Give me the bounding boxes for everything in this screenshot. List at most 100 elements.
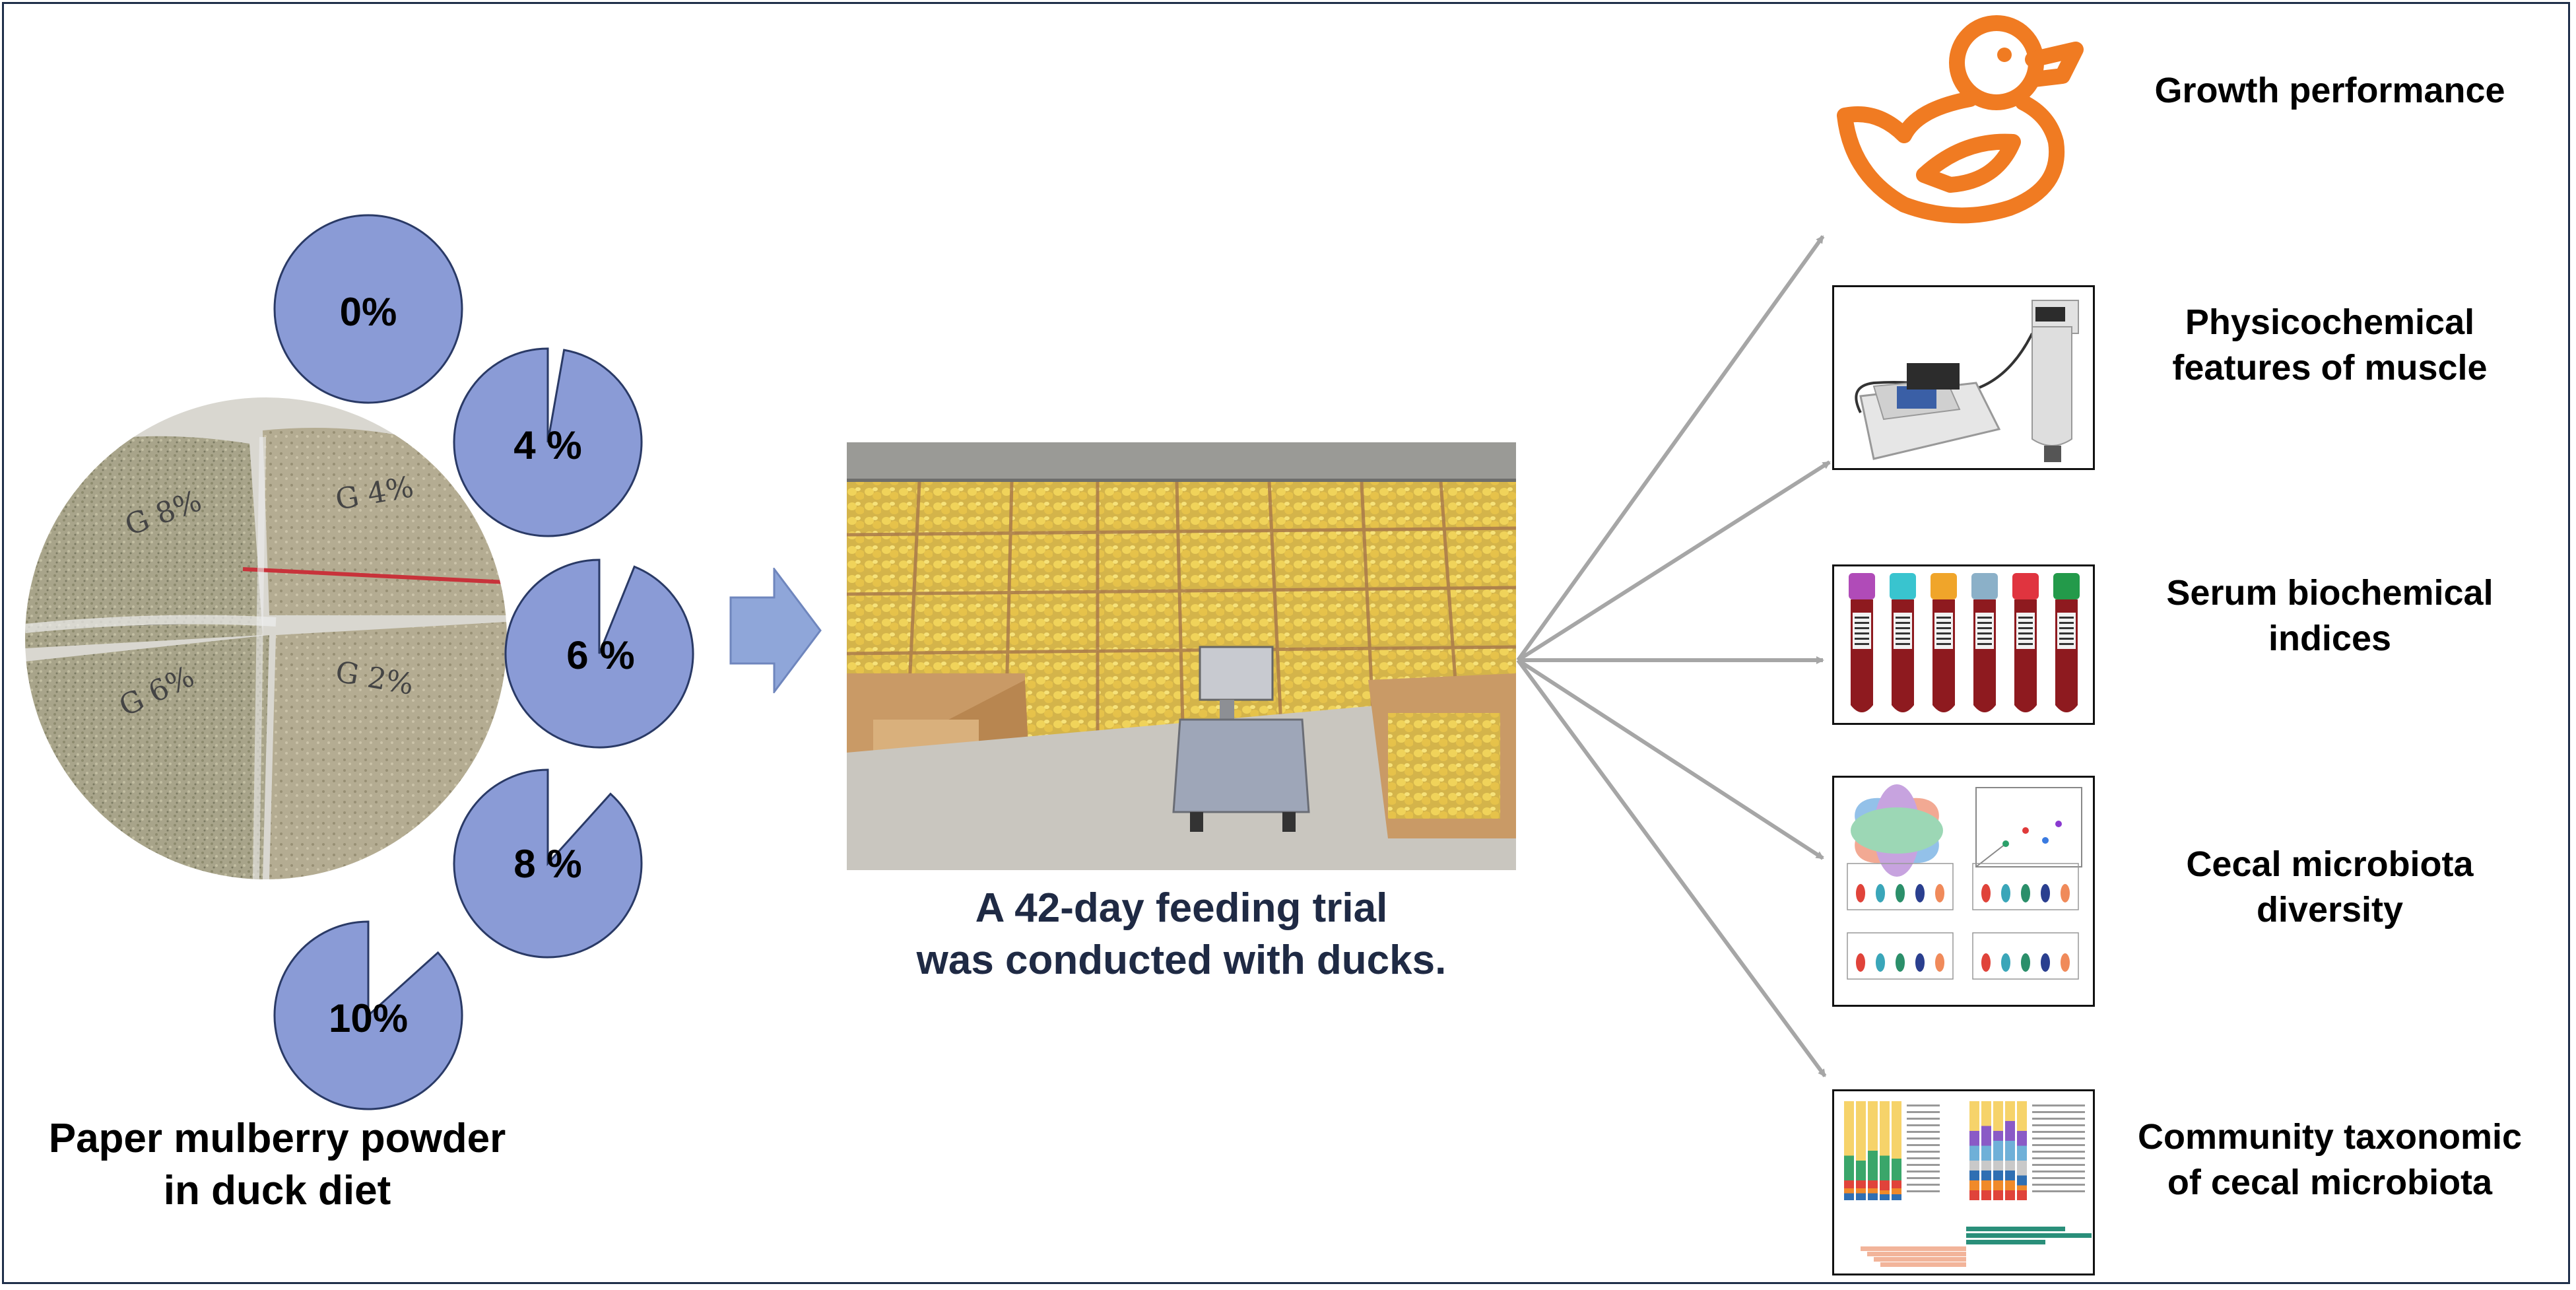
colorimeter-icon — [1832, 285, 2095, 470]
violin-mark — [2061, 953, 2070, 972]
lefse-bar — [1966, 1233, 2092, 1238]
tube-cap — [1890, 573, 1916, 599]
violin-mark — [1856, 884, 1865, 902]
stack-segment — [2017, 1175, 2027, 1186]
ducklings-photo — [847, 442, 1516, 870]
dose-pie — [504, 559, 694, 749]
stack-segment — [2017, 1145, 2027, 1161]
lefse-bar — [1966, 1227, 2065, 1231]
violin-mark — [1896, 884, 1905, 902]
violin-mark — [1876, 884, 1885, 902]
stack-segment — [2017, 1190, 2027, 1200]
outcome-microbiota-taxonomy: Community taxonomic of cecal microbiota — [2099, 1114, 2561, 1205]
dose-pies — [273, 214, 694, 1110]
tube-barcode — [1894, 613, 1912, 649]
stack-segment — [2005, 1190, 2015, 1200]
outcome-growth-performance: Growth performance — [2099, 68, 2561, 114]
stack-segment — [2005, 1171, 2015, 1180]
tube-barcode — [1975, 613, 1994, 649]
arrow-to-taxonomy — [1516, 659, 1827, 1077]
stack-segment — [1868, 1180, 1878, 1188]
stack-segment — [1969, 1171, 1979, 1180]
tube-barcode — [1853, 613, 1871, 649]
stack-segment — [1868, 1151, 1878, 1180]
stack-segment — [2005, 1180, 2015, 1190]
stack-segment — [1993, 1141, 2003, 1161]
violin-mark — [2021, 884, 2030, 902]
diversity-plots-icon — [1832, 776, 2095, 1007]
stack-segment — [1993, 1171, 2003, 1180]
stack-segment — [1981, 1180, 1991, 1190]
outcome-line: indices — [2268, 619, 2392, 659]
left-caption-line: Paper mulberry powder — [48, 1116, 506, 1161]
stack-segment — [1844, 1101, 1854, 1156]
outcome-line: Community taxonomic — [2137, 1117, 2523, 1157]
violin-mark — [1915, 884, 1925, 902]
outcome-line: Physicochemical — [2185, 302, 2475, 342]
stack-segment — [1856, 1101, 1866, 1161]
arrow-to-diversity — [1517, 658, 1824, 860]
stack-segment — [1981, 1161, 1991, 1171]
stack-segment — [1981, 1145, 1991, 1161]
center-caption: A 42-day feeding trial was conducted wit… — [847, 882, 1516, 987]
lefse-bar — [1874, 1257, 1966, 1262]
stack-segment — [1892, 1194, 1901, 1200]
center-caption-line: A 42-day feeding trial — [975, 885, 1388, 931]
lefse-bar — [1880, 1262, 1966, 1267]
stack-segment — [2005, 1141, 2015, 1161]
stack-segment — [1844, 1155, 1854, 1180]
stack-segment — [1993, 1161, 2003, 1171]
stack-segment — [1844, 1193, 1854, 1200]
dose-label: 4 % — [513, 423, 582, 467]
tube-cap — [2012, 573, 2039, 599]
block-arrow-icon — [729, 568, 822, 693]
stack-segment — [1868, 1188, 1878, 1194]
stack-segment — [1844, 1188, 1854, 1194]
arrow-to-muscle — [1517, 460, 1831, 662]
stack-segment — [2017, 1101, 2027, 1131]
stack-segment — [1969, 1101, 1979, 1131]
outcome-line: of cecal microbiota — [2167, 1163, 2493, 1203]
stack-segment — [1880, 1155, 1890, 1180]
stack-segment — [2005, 1121, 2015, 1141]
stack-segment — [1969, 1180, 1979, 1190]
left-caption: Paper mulberry powder in duck diet — [13, 1112, 541, 1217]
violin-mark — [1915, 953, 1925, 972]
stack-segment — [1856, 1161, 1866, 1180]
taxonomy-plots-icon — [1832, 1089, 2095, 1275]
blood-tubes-icon — [1832, 564, 2095, 725]
violin-mark — [2001, 953, 2010, 972]
dose-pie — [273, 214, 463, 404]
stack-segment — [1892, 1180, 1901, 1188]
stack-segment — [1969, 1145, 1979, 1161]
stack-segment — [1880, 1180, 1890, 1190]
dose-pie — [453, 347, 643, 537]
stack-segment — [2017, 1131, 2027, 1146]
stack-segment — [1844, 1180, 1854, 1188]
stack-segment — [1892, 1159, 1901, 1180]
stack-segment — [1993, 1180, 2003, 1190]
violin-mark — [1981, 884, 1991, 902]
stack-segment — [2017, 1185, 2027, 1190]
stack-segment — [1868, 1101, 1878, 1151]
outcome-serum-indices: Serum biochemical indices — [2099, 570, 2561, 662]
stack-segment — [1981, 1190, 1991, 1200]
stack-segment — [1856, 1193, 1866, 1200]
violin-mark — [1935, 953, 1944, 972]
feed-bags-photo: G 8% G 4% G 6% G 2% — [25, 397, 507, 879]
violin-mark — [2021, 953, 2030, 972]
stack-segment — [1981, 1101, 1991, 1126]
dose-label: 6 % — [566, 633, 635, 677]
stack-segment — [1892, 1101, 1901, 1159]
scale-icon — [1172, 646, 1310, 832]
outcome-line: Serum biochemical — [2166, 573, 2493, 613]
outcome-line: Growth performance — [2154, 71, 2505, 110]
tube-barcode — [2057, 613, 2076, 649]
stack-segment — [1880, 1194, 1890, 1200]
lefse-bar — [1966, 1240, 2045, 1244]
violin-mark — [1856, 953, 1865, 972]
stack-segment — [1892, 1188, 1901, 1194]
tube-barcode — [2016, 613, 2035, 649]
